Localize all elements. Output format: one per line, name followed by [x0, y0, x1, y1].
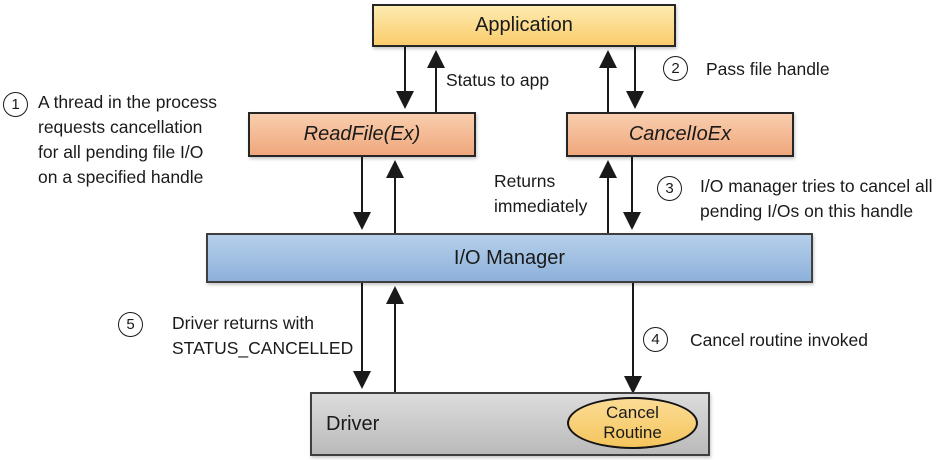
io-manager-label: I/O Manager: [453, 246, 566, 269]
cancelioex-box: CancelIoEx: [566, 112, 794, 157]
returns-immediately-label: Returns immediately: [494, 169, 587, 219]
status-to-app-label: Status to app: [446, 70, 550, 90]
driver-label: Driver: [326, 412, 380, 435]
note-5-text: Driver returns with STATUS_CANCELLED: [172, 313, 354, 358]
note-2-number: 2: [663, 56, 688, 81]
returns-label-line1: Returns: [494, 171, 556, 191]
note-1-number: 1: [3, 92, 28, 117]
note-2-text: Pass file handle: [706, 59, 830, 79]
readfile-box: ReadFile(Ex): [248, 112, 476, 157]
cancelioex-label: CancelIoEx: [628, 123, 732, 145]
note-3-number: 3: [657, 176, 682, 201]
note-5-number: 5: [118, 312, 143, 337]
cancel-routine-label-line2: Routine: [603, 423, 662, 442]
readfile-label: ReadFile(Ex): [303, 123, 421, 145]
note-4-text: Cancel routine invoked: [690, 330, 869, 350]
cancel-routine-label-line1: Cancel: [606, 403, 659, 422]
application-label: Application: [475, 14, 573, 36]
note-4-number: 4: [643, 327, 668, 352]
note-3-text: I/O manager tries to cancel all pending …: [700, 176, 933, 221]
cancel-routine-ellipse: Cancel Routine: [567, 397, 698, 449]
returns-label-line2: immediately: [494, 196, 588, 216]
application-box: Application: [372, 4, 676, 47]
note-1-text: A thread in the process requests cancell…: [38, 92, 217, 187]
io-manager-box: I/O Manager: [206, 233, 813, 283]
